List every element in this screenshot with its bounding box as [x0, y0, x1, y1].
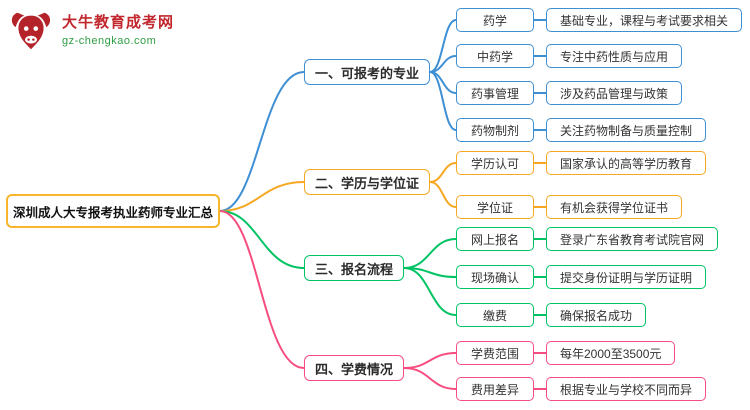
site-logo: 大牛教育成考网 gz-chengkao.com — [8, 8, 174, 54]
leaf-row-tuition-range: 学费范围 每年2000至3500元 — [456, 341, 676, 365]
leaf-row-pharma-admin: 药事管理 涉及药品管理与政策 — [456, 81, 683, 105]
logo-subtitle: gz-chengkao.com — [62, 35, 157, 47]
leaf-connector — [534, 352, 546, 354]
branch-tuition: 四、学费情况 — [304, 355, 404, 381]
bull-logo-icon — [11, 12, 51, 50]
leaf-label: 药学 — [456, 8, 534, 32]
leaf-connector — [534, 19, 546, 21]
root-node: 深圳成人大专报考执业药师专业汇总 — [6, 194, 220, 228]
leaf-label: 药物制剂 — [456, 118, 534, 142]
leaf-label: 学位证 — [456, 195, 534, 219]
leaf-desc: 国家承认的高等学历教育 — [546, 151, 707, 175]
connector-branch1-leaf1 — [429, 19, 457, 73]
leaf-row-pharmacy: 药学 基础专业，课程与考试要求相关 — [456, 8, 743, 32]
leaf-connector — [534, 276, 546, 278]
connector-branch3-leaf1 — [403, 238, 457, 269]
leaf-connector — [534, 206, 546, 208]
connector-branch3-leaf3 — [403, 267, 457, 316]
leaf-row-cost-difference: 费用差异 根据专业与学校不同而异 — [456, 377, 707, 401]
connector-branch2-leaf1 — [429, 162, 457, 183]
leaf-label: 中药学 — [456, 44, 534, 68]
leaf-desc: 基础专业，课程与考试要求相关 — [546, 8, 743, 32]
leaf-desc: 涉及药品管理与政策 — [546, 81, 683, 105]
leaf-desc: 根据专业与学校不同而异 — [546, 377, 707, 401]
leaf-label: 学费范围 — [456, 341, 534, 365]
leaf-row-tcm-pharmacy: 中药学 专注中药性质与应用 — [456, 44, 683, 68]
connector-branch4-leaf2 — [403, 367, 457, 390]
connector-root-branch1 — [219, 71, 305, 212]
leaf-desc: 每年2000至3500元 — [546, 341, 676, 365]
leaf-desc: 确保报名成功 — [546, 303, 647, 327]
leaf-desc: 登录广东省教育考试院官网 — [546, 227, 719, 251]
leaf-row-onsite-confirmation: 现场确认 提交身份证明与学历证明 — [456, 265, 707, 289]
connector-root-branch2 — [219, 181, 305, 212]
branch-registration: 三、报名流程 — [304, 255, 404, 281]
leaf-desc: 有机会获得学位证书 — [546, 195, 683, 219]
logo-title: 大牛教育成考网 — [62, 14, 175, 31]
connector-branch1-leaf4 — [429, 71, 457, 131]
leaf-connector — [534, 129, 546, 131]
leaf-label: 药事管理 — [456, 81, 534, 105]
leaf-label: 学历认可 — [456, 151, 534, 175]
connector-root-branch3 — [219, 210, 305, 269]
branch-majors: 一、可报考的专业 — [304, 59, 430, 85]
connector-branch2-leaf2 — [429, 181, 457, 208]
branch-diploma: 二、学历与学位证 — [304, 169, 430, 195]
leaf-row-payment: 缴费 确保报名成功 — [456, 303, 647, 327]
leaf-connector — [534, 388, 546, 390]
connector-root-branch4 — [219, 210, 305, 369]
leaf-desc: 提交身份证明与学历证明 — [546, 265, 707, 289]
leaf-connector — [534, 55, 546, 57]
leaf-desc: 关注药物制备与质量控制 — [546, 118, 707, 142]
leaf-label: 缴费 — [456, 303, 534, 327]
leaf-label: 网上报名 — [456, 227, 534, 251]
leaf-desc: 专注中药性质与应用 — [546, 44, 683, 68]
connector-branch4-leaf1 — [403, 352, 457, 369]
leaf-row-diploma-recognition: 学历认可 国家承认的高等学历教育 — [456, 151, 707, 175]
leaf-connector — [534, 162, 546, 164]
leaf-label: 现场确认 — [456, 265, 534, 289]
leaf-connector — [534, 238, 546, 240]
leaf-row-pharma-preparation: 药物制剂 关注药物制备与质量控制 — [456, 118, 707, 142]
leaf-connector — [534, 314, 546, 316]
leaf-row-degree-certificate: 学位证 有机会获得学位证书 — [456, 195, 683, 219]
leaf-label: 费用差异 — [456, 377, 534, 401]
leaf-connector — [534, 92, 546, 94]
leaf-row-online-signup: 网上报名 登录广东省教育考试院官网 — [456, 227, 719, 251]
